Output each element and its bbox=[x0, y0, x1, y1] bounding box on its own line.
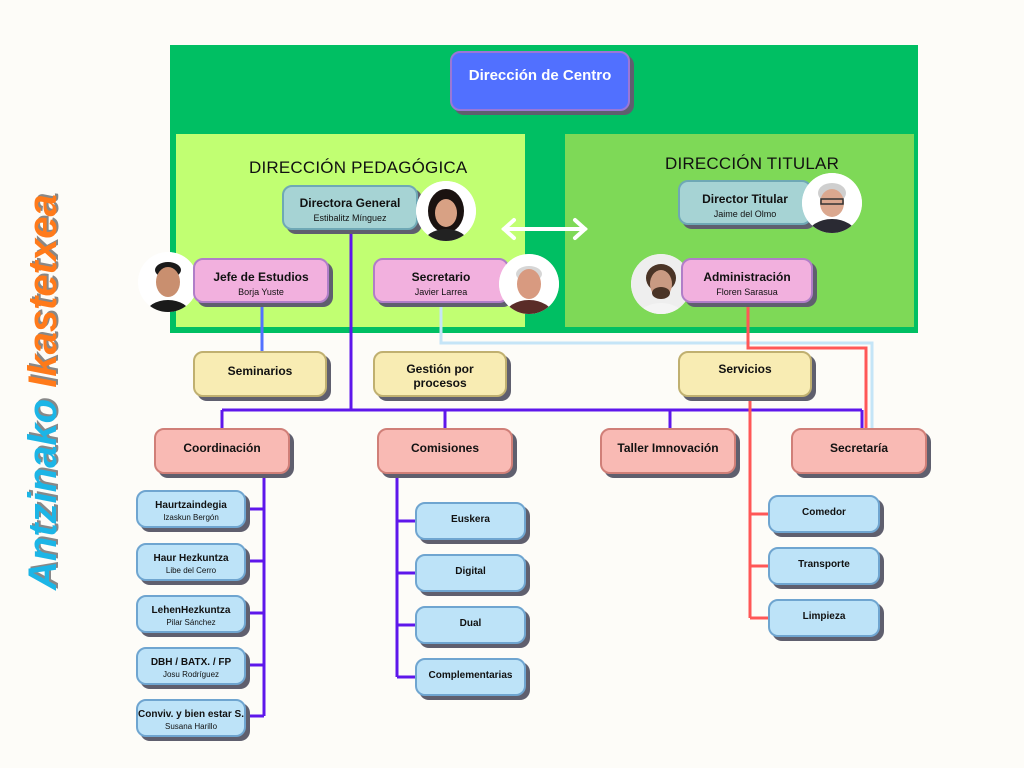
gestion-procesos-node[interactable]: Gestión por procesos bbox=[373, 351, 507, 397]
director-titular-node[interactable]: Director Titular Jaime del Olmo bbox=[678, 180, 812, 225]
seminarios-label: Seminarios bbox=[227, 364, 293, 378]
secretario-node[interactable]: Secretario Javier Larrea bbox=[373, 258, 509, 303]
taller-label: Taller Imnovación bbox=[617, 441, 719, 455]
servicios-node[interactable]: Servicios bbox=[678, 351, 812, 397]
coordinacion-item-role: Haurtzaindegia bbox=[155, 500, 227, 511]
coordinacion-label: Coordinación bbox=[183, 441, 261, 455]
administracion-node[interactable]: Administración Floren Sarasua bbox=[681, 258, 813, 303]
coordinacion-item[interactable]: DBH / BATX. / FP Josu Rodríguez bbox=[136, 647, 246, 685]
directora-general-node[interactable]: Directora General Estibalitz Mínguez bbox=[282, 185, 418, 230]
coordinacion-item-role: Conviv. y bien estar S. bbox=[138, 709, 244, 720]
servicios-item-label: Limpieza bbox=[802, 611, 846, 622]
director-role: Director Titular bbox=[702, 192, 788, 206]
coordinacion-item-name: Pilar Sánchez bbox=[166, 618, 216, 627]
coordinacion-item[interactable]: Haur Hezkuntza Libe del Cerro bbox=[136, 543, 246, 581]
titular-title: DIRECCIÓN TITULAR bbox=[665, 154, 840, 173]
comisiones-label: Comisiones bbox=[410, 441, 479, 455]
comisiones-item-label: Dual bbox=[459, 618, 482, 629]
gestion-label-line1: Gestión por bbox=[406, 362, 474, 376]
direccion-centro-node[interactable]: Dirección de Centro bbox=[450, 51, 630, 111]
comisiones-item[interactable]: Dual bbox=[415, 606, 526, 644]
servicios-item[interactable]: Transporte bbox=[768, 547, 880, 585]
direccion-centro-label: Dirección de Centro bbox=[468, 67, 612, 84]
coordinacion-item[interactable]: Haurtzaindegia Izaskun Bergón bbox=[136, 490, 246, 528]
comisiones-item-label: Digital bbox=[455, 566, 486, 577]
coordinacion-item-name: Libe del Cerro bbox=[165, 566, 217, 575]
jefe-avatar bbox=[138, 252, 198, 312]
jefe-estudios-node[interactable]: Jefe de Estudios Borja Yuste bbox=[193, 258, 329, 303]
secretaria-label: Secretaría bbox=[829, 441, 889, 455]
coordinacion-item[interactable]: Conviv. y bien estar S. Susana Harillo bbox=[136, 699, 246, 737]
coordinacion-item-name: Susana Harillo bbox=[164, 722, 218, 731]
servicios-item-label: Comedor bbox=[802, 507, 846, 518]
directora-role: Directora General bbox=[299, 196, 401, 210]
director-name: Jaime del Olmo bbox=[713, 209, 777, 219]
coordinacion-item-role: DBH / BATX. / FP bbox=[150, 657, 232, 668]
servicios-item-label: Transporte bbox=[798, 559, 850, 570]
directora-avatar bbox=[416, 181, 476, 241]
secretario-name: Javier Larrea bbox=[414, 287, 468, 297]
svg-text:Antzinako Ikastetxea: Antzinako Ikastetxea bbox=[23, 192, 67, 589]
directora-name: Estibalitz Mínguez bbox=[313, 213, 387, 223]
side-title: Antzinako Ikastetxea Antzinako Ikastetxe… bbox=[8, 100, 72, 600]
comisiones-item[interactable]: Euskera bbox=[415, 502, 526, 540]
gestion-label-line2: procesos bbox=[413, 376, 467, 390]
pedagogica-title: DIRECCIÓN PEDAGÓGICA bbox=[249, 158, 468, 177]
side-title-word1: Antzinako bbox=[21, 399, 65, 591]
comisiones-item-label: Euskera bbox=[451, 514, 490, 525]
secretario-role: Secretario bbox=[411, 270, 471, 284]
coordinacion-item-role: LehenHezkuntza bbox=[151, 605, 231, 616]
jefe-name: Borja Yuste bbox=[238, 287, 284, 297]
seminarios-node[interactable]: Seminarios bbox=[193, 351, 327, 397]
servicios-item[interactable]: Limpieza bbox=[768, 599, 880, 637]
side-title-word2: Ikastetxea bbox=[21, 194, 65, 387]
secretaria-node[interactable]: Secretaría bbox=[791, 428, 927, 474]
servicios-label: Servicios bbox=[718, 362, 772, 376]
coordinacion-item-name: Izaskun Bergón bbox=[163, 513, 219, 522]
coordinacion-node[interactable]: Coordinación bbox=[154, 428, 290, 474]
secretario-avatar bbox=[499, 254, 559, 314]
coordinacion-item-name: Josu Rodríguez bbox=[162, 670, 220, 679]
director-avatar bbox=[802, 173, 862, 233]
servicios-item[interactable]: Comedor bbox=[768, 495, 880, 533]
jefe-role: Jefe de Estudios bbox=[213, 270, 309, 284]
comisiones-item[interactable]: Complementarias bbox=[415, 658, 526, 696]
coordinacion-item-role: Haur Hezkuntza bbox=[153, 553, 229, 564]
comisiones-item-label: Complementarias bbox=[428, 670, 513, 681]
comisiones-node[interactable]: Comisiones bbox=[377, 428, 513, 474]
administracion-role: Administración bbox=[703, 270, 791, 284]
administracion-name: Floren Sarasua bbox=[716, 287, 778, 297]
svg-text:Antzinako Ikastetxea: Antzinako Ikastetxea bbox=[21, 194, 65, 591]
taller-innovacion-node[interactable]: Taller Imnovación bbox=[600, 428, 736, 474]
comisiones-item[interactable]: Digital bbox=[415, 554, 526, 592]
coordinacion-item[interactable]: LehenHezkuntza Pilar Sánchez bbox=[136, 595, 246, 633]
